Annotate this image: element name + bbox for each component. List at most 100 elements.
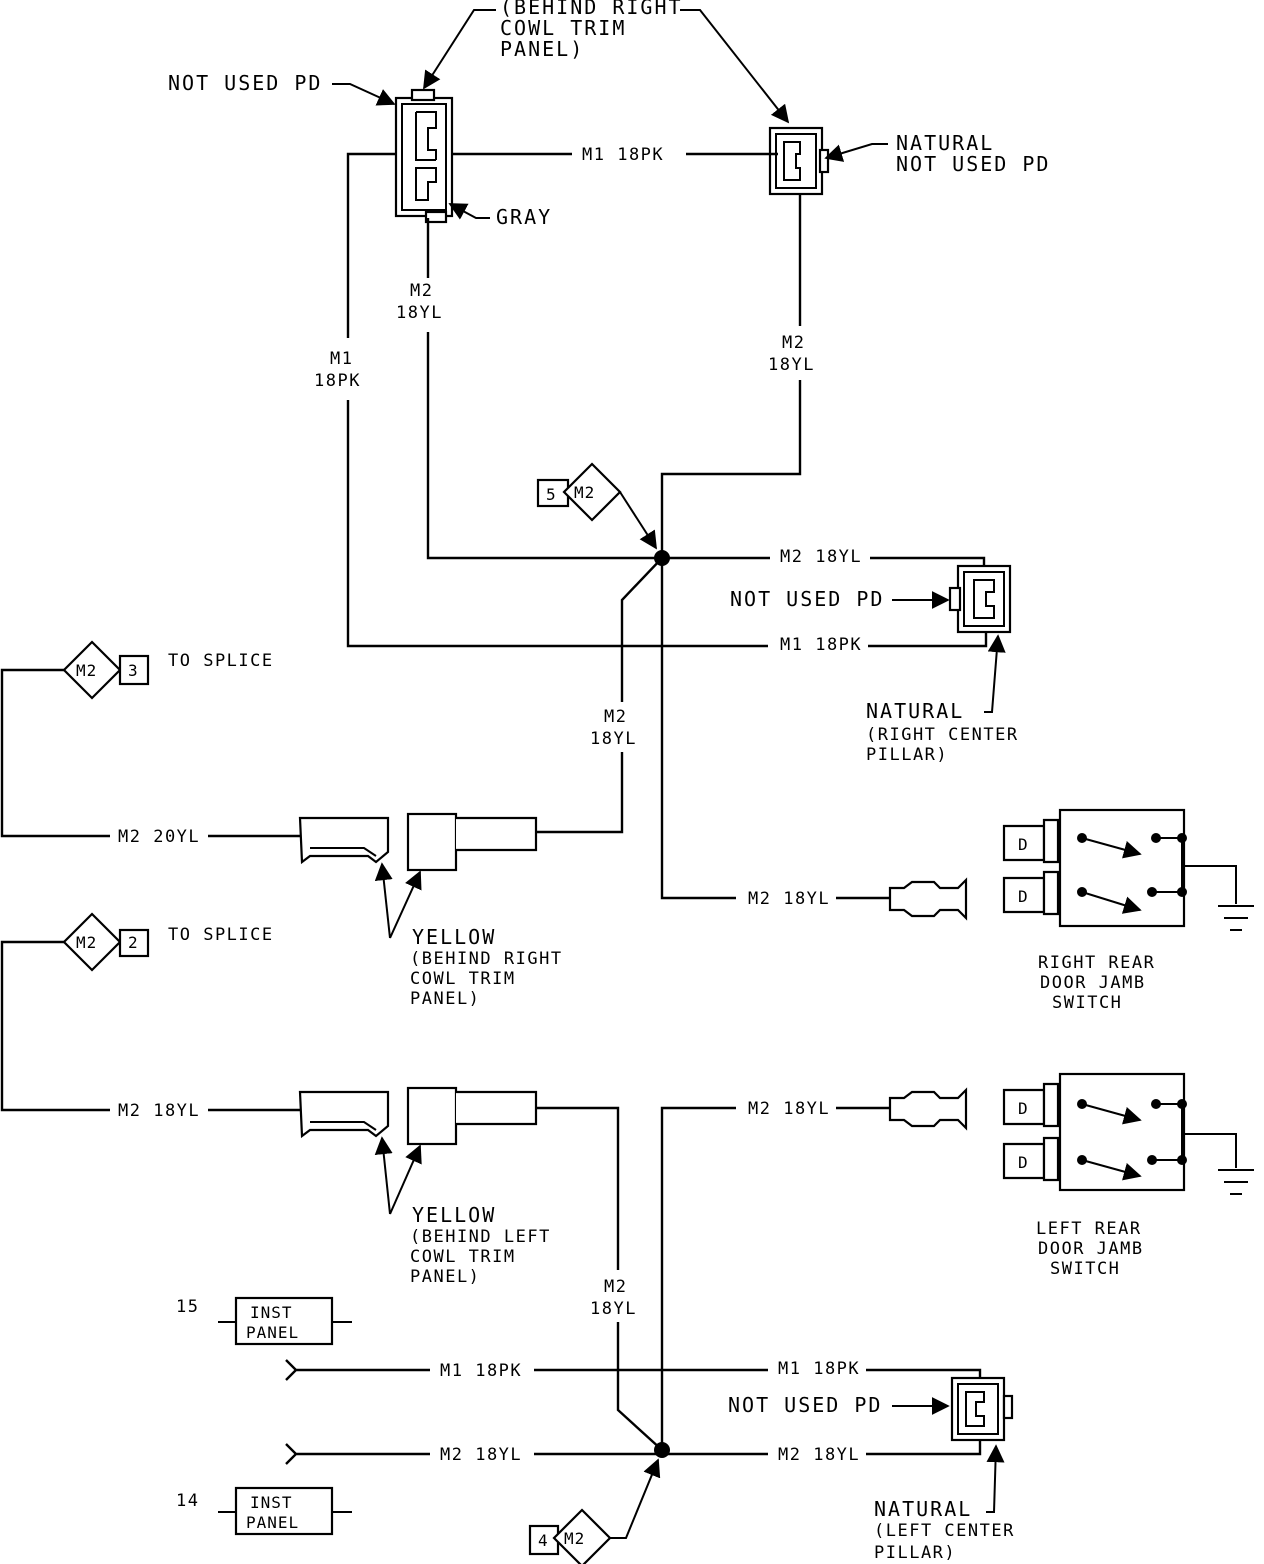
label-inst-panel-ref-14: 14	[176, 1491, 199, 1511]
leader-splice-4	[610, 1458, 661, 1539]
leader-inline-right-2	[389, 870, 422, 939]
label-inline-left-loc-2: COWL TRIM	[410, 1247, 516, 1267]
label-18yl-top-right: 18YL	[768, 355, 815, 375]
splice-node-lower	[654, 1442, 670, 1458]
label-top-left-not-used: NOT USED PD	[168, 71, 322, 95]
inst-panel-connector-15: INST PANEL	[218, 1296, 352, 1346]
wire-m2-to-inline-right	[536, 557, 663, 834]
label-inline-left-yellow: YELLOW	[412, 1203, 496, 1227]
leader-right-center-natural	[984, 634, 1006, 713]
leader-top-left-location	[423, 9, 496, 90]
svg-text:PANEL: PANEL	[246, 1513, 299, 1532]
label-lr-switch-2: DOOR JAMB	[1038, 1239, 1144, 1259]
splice-2-ref: M2 2	[62, 912, 150, 972]
label-m2-inline-right: M2	[604, 707, 627, 727]
svg-text:M2: M2	[76, 661, 97, 680]
svg-text:2: 2	[128, 933, 139, 952]
label-18yl-inline-left: 18YL	[590, 1299, 637, 1319]
wire-m1-18pk-bottom	[285, 1359, 982, 1386]
label-wire-m2-20yl: M2 20YL	[118, 827, 200, 847]
label-top-left-location-2: COWL TRIM	[500, 16, 626, 40]
label-inst-panel-ref-15: 15	[176, 1297, 199, 1317]
label-right-center-pillar: PILLAR)	[866, 745, 948, 765]
label-right-center-natural: NATURAL	[866, 699, 964, 723]
label-wire-m1-bottom-left: M1 18PK	[440, 1361, 522, 1381]
label-18pk-left: 18PK	[314, 371, 361, 391]
leader-inline-left-2	[389, 1144, 422, 1215]
connector-left-center-pillar	[950, 1376, 1014, 1442]
label-lr-switch-3: SWITCH	[1050, 1259, 1120, 1279]
svg-text:D: D	[1018, 835, 1029, 854]
leader-inline-right-1	[374, 862, 393, 939]
label-m1-left: M1	[330, 349, 353, 369]
label-wire-m2-bottom-left: M2 18YL	[440, 1445, 522, 1465]
label-wire-m1-bottom-right: M1 18PK	[778, 1359, 860, 1379]
svg-text:5: 5	[546, 485, 557, 504]
wire-m2-from-inline-left	[536, 1106, 663, 1451]
splice-5-ref: 5 M2	[536, 462, 622, 522]
label-right-center-not-used: NOT USED PD	[730, 587, 884, 611]
svg-text:3: 3	[128, 661, 139, 680]
svg-text:D: D	[1018, 1153, 1029, 1172]
label-rr-switch-1: RIGHT REAR	[1038, 953, 1155, 973]
wire-m1-18pk-left	[346, 152, 988, 648]
label-inline-right-yellow: YELLOW	[412, 925, 496, 949]
svg-text:M2: M2	[574, 483, 595, 502]
label-left-center-pillar: PILLAR)	[874, 1543, 956, 1563]
wire-m2-18yl-left-lower	[0, 940, 300, 1112]
leader-gray	[448, 203, 490, 220]
connector-natural-top-right	[768, 126, 830, 196]
wire-m2-20yl	[0, 668, 300, 838]
label-inline-right-loc-2: COWL TRIM	[410, 969, 516, 989]
label-left-center-natural: NATURAL	[874, 1497, 972, 1521]
svg-text:INST: INST	[250, 1493, 293, 1512]
splice-4-ref: 4 M2	[528, 1508, 612, 1564]
label-18yl-inline-right: 18YL	[590, 729, 637, 749]
leader-top-left-not-used	[332, 83, 396, 106]
label-top-left-location-3: PANEL)	[500, 37, 584, 61]
label-inline-right-loc-3: PANEL)	[410, 989, 480, 1009]
label-left-center-location: (LEFT CENTER	[874, 1521, 1015, 1541]
label-wire-m2-left-lower: M2 18YL	[118, 1101, 200, 1121]
label-rr-switch-2: DOOR JAMB	[1040, 973, 1146, 993]
wire-m2-top-right	[660, 194, 802, 558]
label-m2-top-right: M2	[782, 333, 805, 353]
label-m2-top-left: M2	[410, 281, 433, 301]
wire-m2-18yl-bottom	[285, 1438, 982, 1465]
leader-inline-left-1	[374, 1136, 393, 1215]
wire-m2-top-left	[426, 218, 662, 560]
label-wire-m1-mid: M1 18PK	[780, 635, 862, 655]
wire-m2-trunk-upper	[660, 558, 890, 900]
door-jamb-switch-left-rear: D D	[1002, 1072, 1254, 1195]
label-wire-m2-bottom-right: M2 18YL	[778, 1445, 860, 1465]
svg-text:D: D	[1018, 887, 1029, 906]
svg-text:M2: M2	[76, 933, 97, 952]
terminal-rr-switch	[888, 877, 968, 921]
svg-text:D: D	[1018, 1099, 1029, 1118]
label-inline-left-loc-3: PANEL)	[410, 1267, 480, 1287]
label-m2-inline-left: M2	[604, 1277, 627, 1297]
label-inline-right-loc-1: (BEHIND RIGHT	[410, 949, 563, 969]
label-rr-switch-3: SWITCH	[1052, 993, 1122, 1013]
label-wire-m2-lr-switch: M2 18YL	[748, 1099, 830, 1119]
label-top-right-natural: NATURAL	[896, 131, 994, 155]
label-top-right-not-used: NOT USED PD	[896, 152, 1050, 176]
label-top-left-location-1: (BEHIND RIGHT	[500, 0, 683, 19]
label-left-center-not-used: NOT USED PD	[728, 1393, 882, 1417]
label-right-center-location: (RIGHT CENTER	[866, 725, 1019, 745]
inst-panel-connector-14: INST PANEL	[218, 1486, 352, 1536]
leader-splice-5	[619, 491, 657, 550]
label-to-splice-3: TO SPLICE	[168, 651, 274, 671]
connector-right-center-pillar	[948, 564, 1012, 634]
inline-connector-right-cowl	[298, 812, 538, 872]
svg-text:PANEL: PANEL	[246, 1323, 299, 1342]
label-18yl-top-left: 18YL	[396, 303, 443, 323]
leader-left-center-natural	[986, 1444, 1005, 1513]
svg-text:4: 4	[538, 1531, 549, 1550]
label-inline-left-loc-1: (BEHIND LEFT	[410, 1227, 551, 1247]
splice-3-ref: M2 3	[62, 640, 150, 700]
leader-top-right-location	[680, 9, 790, 124]
label-top-left-gray: GRAY	[496, 205, 552, 229]
door-jamb-switch-right-rear: D D	[1002, 808, 1254, 931]
